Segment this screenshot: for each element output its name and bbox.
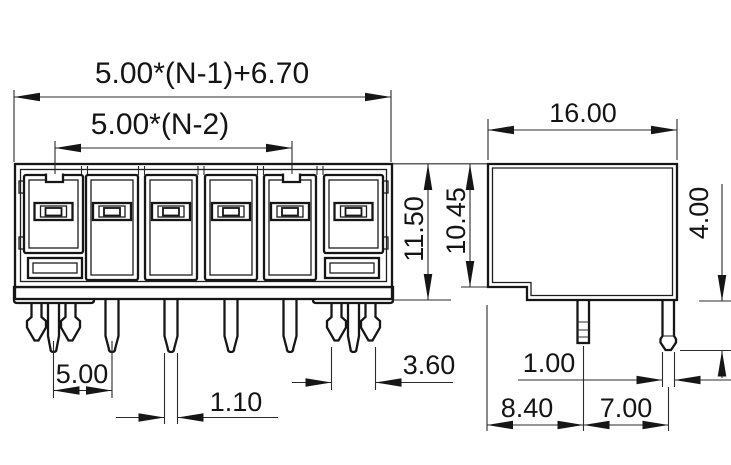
side-body — [486, 162, 679, 302]
dim-pin-length: 4.00 — [680, 184, 731, 378]
notch — [44, 173, 65, 184]
contact-slot — [150, 201, 192, 222]
front-view — [12, 162, 395, 354]
dim-total-width: 5.00*(N-1)+6.70 — [13, 57, 392, 162]
side-snap-peg — [576, 294, 591, 345]
dim-height-total-label: 11.50 — [399, 196, 429, 262]
terminal-segment-5 — [262, 173, 318, 282]
dim-height-body-label: 10.45 — [441, 187, 471, 255]
dim-pin-thickness-label: 1.00 — [523, 348, 576, 378]
contact-slot — [33, 201, 74, 222]
terminal-segment-2 — [84, 173, 140, 282]
dim-height-total: 11.50 — [393, 163, 487, 301]
dim-pin-length-label: 4.00 — [684, 187, 714, 240]
parting-ticks — [80, 166, 324, 175]
dimensions: 5.00*(N-1)+6.70 5.00*(N-2) 11.50 10.45 — [13, 57, 731, 431]
contact-slot — [269, 201, 311, 222]
solder-pin — [163, 288, 179, 354]
dim-pin-thickness: 1.00 — [518, 348, 731, 387]
terminal-segment-3 — [143, 173, 199, 282]
snap-prong — [59, 293, 82, 342]
dim-peg-width: 3.60 — [292, 347, 455, 390]
contact-slot — [333, 201, 374, 222]
dim-peg-to-pin-label: 7.00 — [600, 393, 653, 423]
dim-peg-from-edge: 8.40 — [486, 305, 585, 431]
front-solder-pins — [104, 288, 298, 354]
dim-pin-width-label: 1.10 — [210, 387, 263, 417]
dim-peg-from-edge-label: 8.40 — [501, 393, 554, 423]
dim-peg-to-pin: 7.00 — [583, 387, 670, 431]
dim-pin-width: 1.10 — [116, 353, 278, 424]
snap-prong — [359, 293, 382, 342]
end-segment-pocket — [323, 256, 381, 280]
snap-peg-right — [325, 293, 382, 354]
dim-depth-label: 16.00 — [549, 98, 617, 128]
dim-pitch-label: 5.00 — [56, 359, 109, 389]
side-solder-pin — [659, 294, 678, 352]
terminal-segments — [22, 173, 385, 282]
base-strip — [13, 285, 394, 301]
side-peg-ridges — [577, 321, 589, 338]
dim-depth: 16.00 — [487, 98, 678, 160]
solder-pin — [282, 288, 298, 354]
side-body-inner — [491, 167, 674, 297]
dim-height-body: 10.45 — [441, 164, 487, 288]
segment-notches — [44, 171, 302, 184]
side-view — [486, 162, 679, 352]
dim-peg-width-label: 3.60 — [403, 350, 456, 380]
end-segment-pocket — [26, 256, 84, 280]
contact-slots — [33, 201, 374, 222]
notch — [281, 173, 302, 184]
snap-prong — [325, 293, 348, 342]
contact-slot — [91, 201, 133, 222]
dim-pitch: 5.00 — [52, 341, 113, 398]
solder-pin — [223, 288, 239, 354]
dim-pole-span-label: 5.00*(N-2) — [91, 108, 229, 141]
snap-prong — [25, 293, 48, 342]
dim-total-width-label: 5.00*(N-1)+6.70 — [95, 57, 309, 90]
peg-center-pin — [346, 293, 361, 354]
contact-slot — [210, 201, 252, 222]
terminal-segment-4 — [203, 173, 259, 282]
dim-pole-span: 5.00*(N-2) — [54, 108, 293, 174]
